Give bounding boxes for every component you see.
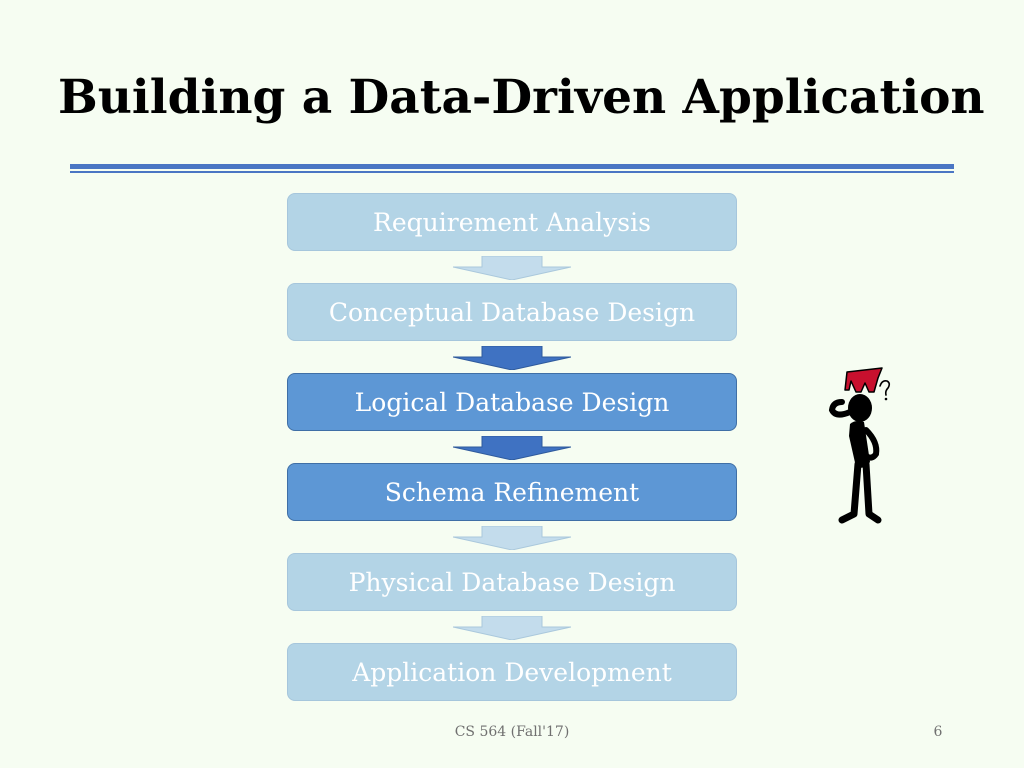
flow-arrow-1 <box>453 256 571 280</box>
flow-arrow-5 <box>453 616 571 640</box>
w-logo-icon <box>844 367 883 393</box>
page-number: 6 <box>933 724 943 740</box>
flow-arrow-2 <box>453 346 571 370</box>
flow-step-application-development: Application Development <box>287 643 737 701</box>
flow-step-physical-database-design: Physical Database Design <box>287 553 737 611</box>
question-mark-icon <box>879 380 891 401</box>
title-rule-thin <box>70 171 954 173</box>
thinking-figure-illustration <box>828 367 891 524</box>
footer-course-label: CS 564 (Fall'17) <box>454 724 570 740</box>
flow-step-conceptual-database-design: Conceptual Database Design <box>287 283 737 341</box>
title-rule-thick <box>70 164 954 169</box>
slide-title: Building a Data-Driven Application <box>58 70 985 125</box>
flow-arrow-4 <box>453 526 571 550</box>
flow-step-requirement-analysis: Requirement Analysis <box>287 193 737 251</box>
flow-arrow-3 <box>453 436 571 460</box>
flow-step-logical-database-design: Logical Database Design <box>287 373 737 431</box>
flow-step-schema-refinement: Schema Refinement <box>287 463 737 521</box>
